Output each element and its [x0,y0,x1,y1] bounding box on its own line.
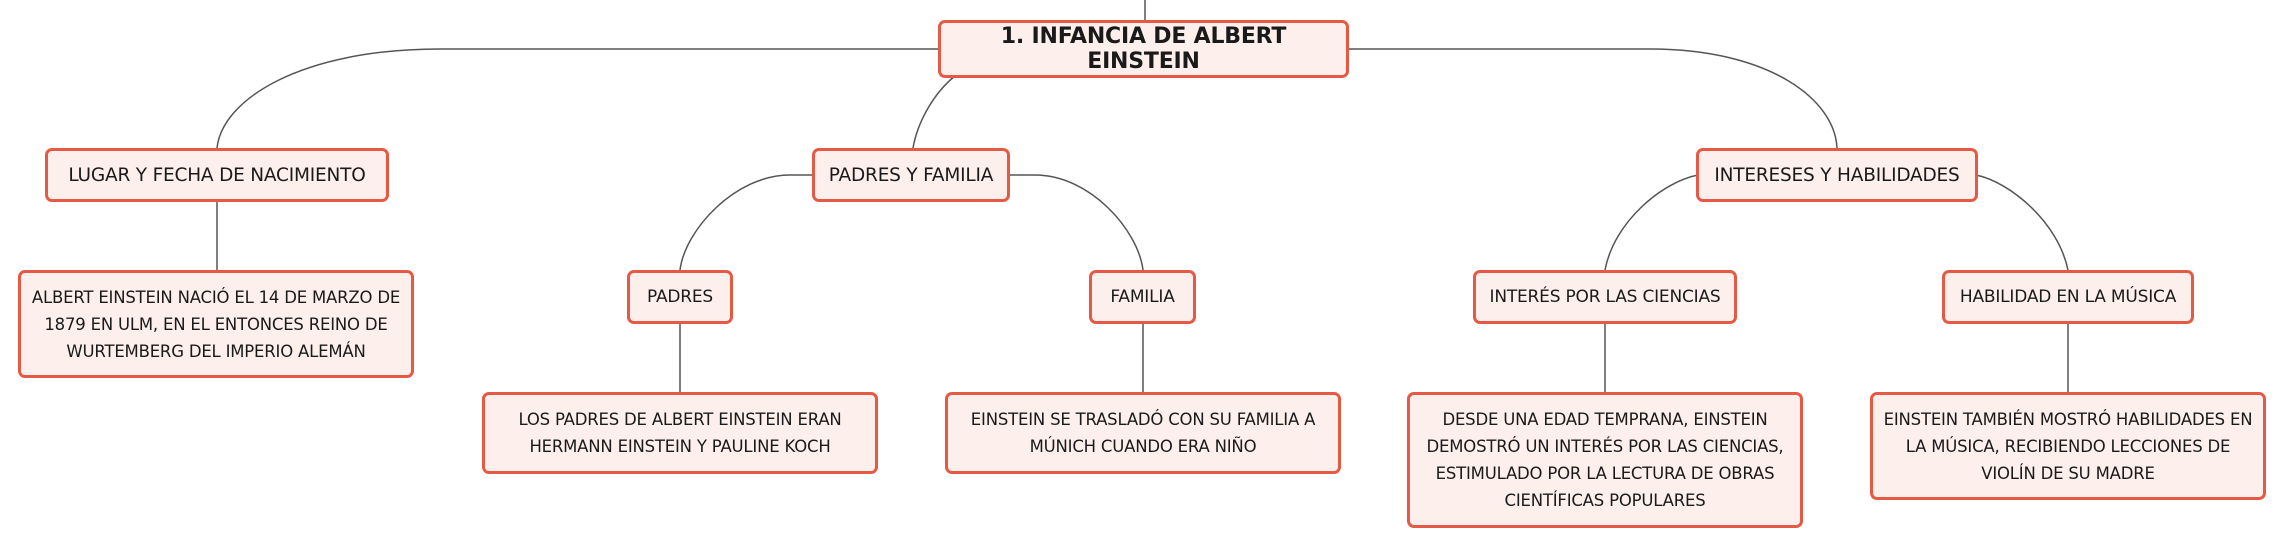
detail-padres-node[interactable]: LOS PADRES DE ALBERT EINSTEIN ERAN HERMA… [482,392,878,474]
subbranch-padres-node[interactable]: PADRES [627,270,733,324]
branch-padres-familia-node[interactable]: PADRES Y FAMILIA [812,148,1010,202]
subbranch-padres-label: PADRES [646,287,714,307]
connector-padresfamilia-padres [679,174,815,271]
branch-intereses-node[interactable]: INTERESES Y HABILIDADES [1696,148,1978,202]
detail-ciencias-text: DESDE UNA EDAD TEMPRANA, EINSTEIN DEMOST… [1426,410,1784,510]
connector-intereses-ciencias [1604,174,1699,271]
branch-nacimiento-label: LUGAR Y FECHA DE NACIMIENTO [68,164,366,186]
branch-padres-familia-label: PADRES Y FAMILIA [828,164,994,186]
detail-familia-node[interactable]: EINSTEIN SE TRASLADÓ CON SU FAMILIA A MÚ… [945,392,1341,474]
root-topic-node[interactable]: 1. INFANCIA DE ALBERT EINSTEIN [938,20,1349,78]
branch-nacimiento-node[interactable]: LUGAR Y FECHA DE NACIMIENTO [45,148,389,202]
connector-intereses-musica [1975,174,2069,271]
connector-root-padres-familia [912,75,956,149]
branch-intereses-label: INTERESES Y HABILIDADES [1714,164,1960,186]
subbranch-ciencias-node[interactable]: INTERÉS POR LAS CIENCIAS [1473,270,1737,324]
subbranch-musica-node[interactable]: HABILIDAD EN LA MÚSICA [1942,270,2194,324]
detail-padres-text: LOS PADRES DE ALBERT EINSTEIN ERAN HERMA… [518,410,842,456]
detail-nacimiento-text: ALBERT EINSTEIN NACIÓ EL 14 DE MARZO DE … [31,287,401,361]
connector-padresfamilia-familia [1009,174,1144,271]
subbranch-familia-node[interactable]: FAMILIA [1089,270,1196,324]
subbranch-musica-label: HABILIDAD EN LA MÚSICA [1959,287,2177,307]
detail-nacimiento-node[interactable]: ALBERT EINSTEIN NACIÓ EL 14 DE MARZO DE … [18,270,414,378]
detail-familia-text: EINSTEIN SE TRASLADÓ CON SU FAMILIA A MÚ… [970,410,1316,456]
detail-musica-node[interactable]: EINSTEIN TAMBIÉN MOSTRÓ HABILIDADES EN L… [1870,392,2266,500]
subbranch-familia-label: FAMILIA [1110,287,1175,307]
connector-root-intereses [1347,48,1838,149]
connector-root-nacimiento [216,48,940,149]
subbranch-ciencias-label: INTERÉS POR LAS CIENCIAS [1489,287,1721,307]
root-topic-label: 1. INFANCIA DE ALBERT EINSTEIN [1000,24,1287,74]
detail-musica-text: EINSTEIN TAMBIÉN MOSTRÓ HABILIDADES EN L… [1883,409,2253,483]
detail-ciencias-node[interactable]: DESDE UNA EDAD TEMPRANA, EINSTEIN DEMOST… [1407,392,1803,528]
